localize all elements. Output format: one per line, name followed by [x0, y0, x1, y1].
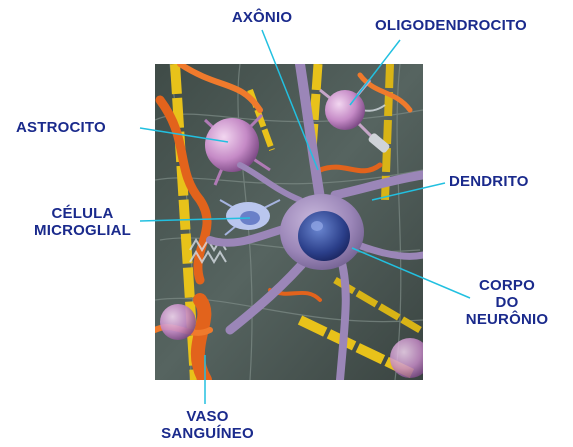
label-oligodendrocito: OLIGODENDROCITO: [375, 17, 527, 34]
neuron-body: [280, 194, 364, 270]
lower-right-cell: [390, 338, 430, 378]
label-dendrito: DENDRITO: [449, 173, 529, 190]
label-vaso-sanguineo: VASO SANGUÍNEO: [150, 408, 265, 442]
label-axonio: AXÔNIO: [222, 9, 302, 26]
label-corpo-neuronio: CORPO DO NEURÔNIO: [452, 277, 562, 328]
label-astrocito: ASTROCITO: [16, 119, 106, 136]
label-celula-microglial: CÉLULA MICROGLIAL: [25, 205, 140, 239]
lower-cell: [160, 304, 196, 340]
